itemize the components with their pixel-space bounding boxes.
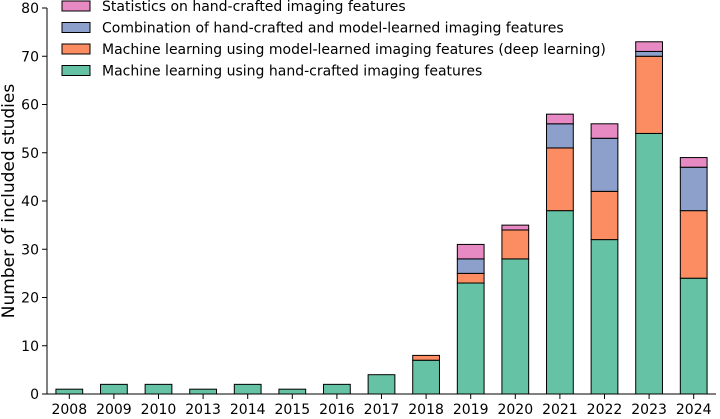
legend-swatch (61, 65, 91, 76)
bar-segment (456, 243, 485, 260)
bar-segment (456, 272, 485, 284)
legend-swatch (61, 0, 91, 12)
x-tick-label: 2009 (96, 402, 132, 415)
legend-label: Machine learning using hand-crafted imag… (102, 64, 482, 80)
bar-segment (367, 374, 396, 395)
x-tick-label: 2022 (587, 402, 623, 415)
bar-segment (55, 388, 84, 395)
bar-segment (501, 258, 530, 395)
bar-segment (635, 50, 663, 57)
bar-segment (679, 166, 708, 212)
legend-swatch (61, 22, 91, 33)
x-tick-label: 2014 (230, 402, 266, 415)
bars-layer (55, 41, 708, 395)
bar-segment (278, 388, 307, 395)
x-tick-label: 2010 (141, 402, 177, 415)
bar-segment (590, 137, 619, 192)
bar-segment (590, 123, 619, 139)
bar-segment (100, 383, 128, 395)
y-tick-label: 0 (30, 387, 39, 403)
x-tick-label: 2008 (51, 402, 87, 415)
x-tick-label: 2020 (497, 402, 533, 415)
y-tick-label: 10 (21, 339, 39, 355)
x-tick-label: 2024 (676, 402, 712, 415)
bar-segment (546, 113, 574, 125)
legend: Statistics on hand-crafted imaging featu… (61, 0, 606, 80)
x-tick-label: 2017 (364, 402, 400, 415)
legend-swatch (61, 43, 91, 55)
bar-segment (635, 132, 663, 395)
legend-label: Machine learning using model-learned ima… (102, 42, 606, 58)
x-tick-label: 2013 (185, 402, 221, 415)
bar-segment (590, 190, 619, 241)
bar-segment (546, 210, 574, 395)
bar-segment (546, 123, 574, 149)
y-tick-label: 30 (21, 242, 39, 258)
bar-segment (679, 277, 708, 395)
x-tick-label: 2019 (453, 402, 489, 415)
x-tick-label: 2018 (408, 402, 444, 415)
y-tick-label: 40 (21, 194, 39, 210)
legend-label: Statistics on hand-crafted imaging featu… (102, 0, 406, 15)
bar-segment (456, 282, 485, 395)
bar-segment (144, 383, 173, 395)
y-axis-label: Number of included studies (0, 84, 19, 319)
bar-segment (590, 239, 619, 395)
bar-segment (412, 359, 440, 395)
bar-segment (679, 210, 708, 279)
y-tick-label: 60 (21, 98, 39, 114)
bar-segment (501, 229, 530, 260)
x-tick-label: 2021 (542, 402, 578, 415)
bar-segment (546, 147, 574, 212)
bar-segment (679, 157, 708, 168)
x-tick-label: 2023 (631, 402, 667, 415)
bar-segment (501, 224, 530, 231)
bar-segment (189, 388, 217, 395)
bar-segment (412, 354, 440, 361)
y-tick-label: 70 (21, 49, 39, 65)
x-tick-label: 2015 (274, 402, 310, 415)
y-tick-label: 80 (21, 1, 39, 17)
y-tick-label: 20 (21, 291, 39, 307)
bar-segment (635, 55, 663, 134)
bar-segment (233, 383, 262, 395)
bar-segment (323, 383, 351, 395)
legend-label: Combination of hand-crafted and model-le… (102, 21, 564, 37)
bar-segment (456, 258, 485, 274)
bar-segment (635, 41, 663, 52)
y-tick-label: 50 (21, 146, 39, 162)
x-tick-label: 2016 (319, 402, 355, 415)
